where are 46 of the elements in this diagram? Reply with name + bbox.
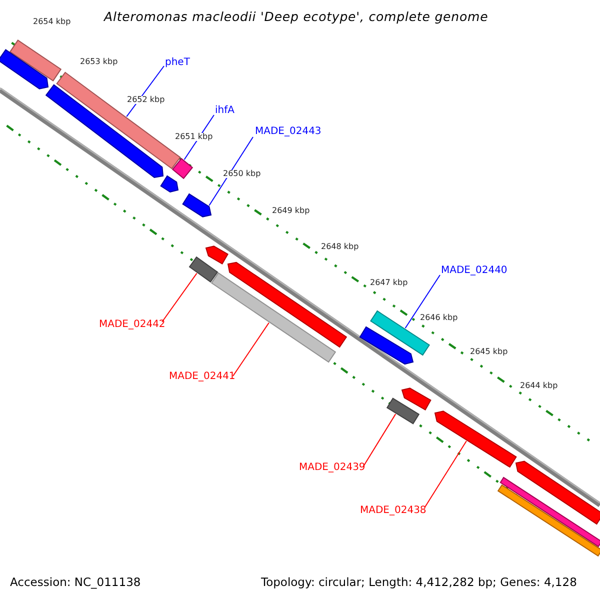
gene-block [160,175,179,193]
tick-label: 2654 kbp [33,18,71,26]
gene-label: MADE_02441 [169,372,236,382]
gene-label: pheT [165,58,190,68]
gene-block [386,398,420,424]
tick-label: 2653 kbp [80,58,118,66]
gene-block [9,40,62,82]
tick-label: 2652 kbp [127,96,165,104]
gene-block [182,193,212,218]
gene-block [188,256,218,283]
tick-label: 2651 kbp [175,133,213,141]
accession-text: Accession: NC_011138 [10,577,141,588]
gene-block [401,388,432,410]
genome-info-text: Topology: circular; Length: 4,412,282 bp; Genes: 4,128 [261,577,577,588]
leader-line [126,66,164,118]
gene-block [45,84,164,178]
gene-block [515,460,600,525]
leader-line [362,414,396,468]
gene-label: ihfA [215,106,234,116]
gene-label: MADE_02443 [255,127,322,137]
gene-block [210,272,336,363]
gene-block [0,49,49,90]
gene-block [497,484,600,557]
leader-line [208,136,254,206]
gene-label: MADE_02439 [299,463,366,473]
tick-label: 2650 kbp [223,170,261,178]
gene-label: MADE_02438 [360,506,426,516]
tick-label: 2646 kbp [420,314,458,322]
tick-label: 2645 kbp [470,348,508,356]
gene-label: MADE_02440 [441,266,508,276]
tick-label: 2644 kbp [520,382,558,390]
leader-line [232,322,270,376]
gene-block [359,326,414,365]
leader-line [424,440,467,508]
gene-label: MADE_02442 [99,320,166,330]
tick-label: 2648 kbp [321,243,359,251]
gene-block [172,158,194,180]
leader-line [404,274,440,329]
gene-block [500,476,600,548]
gene-block [434,410,517,468]
tick-label: 2649 kbp [272,207,310,215]
gene-block [227,262,348,348]
leader-line [162,272,198,322]
tick-label: 2647 kbp [370,279,408,287]
gene-block [205,246,228,264]
title: Alteromonas macleodii 'Deep ecotype', complete genome [104,11,488,24]
